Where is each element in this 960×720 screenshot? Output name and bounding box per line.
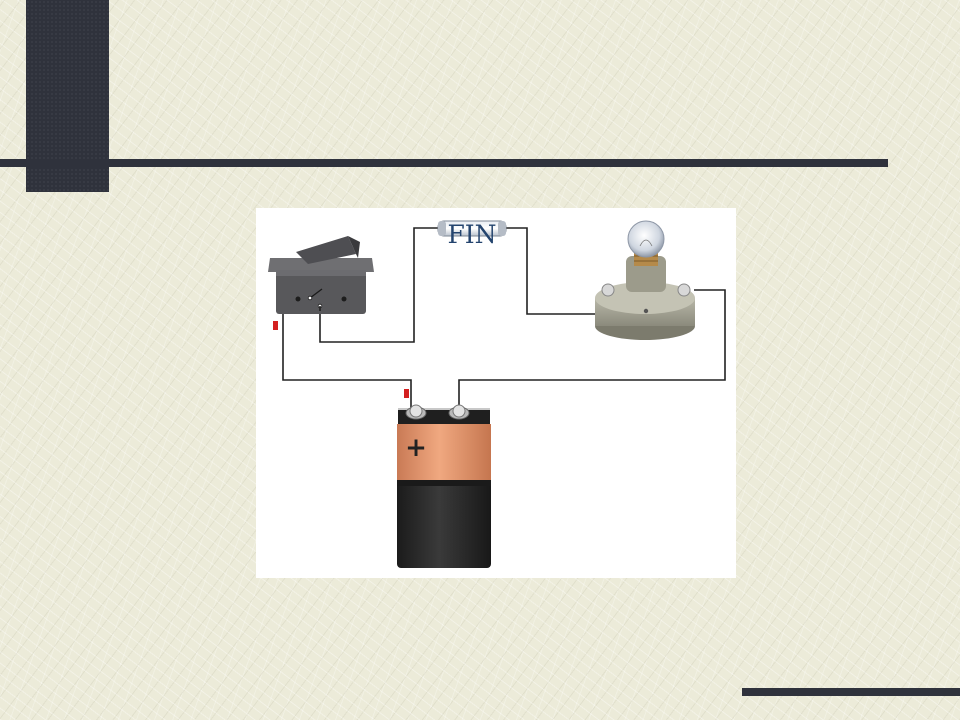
battery-plus-label: + <box>405 433 427 463</box>
lamp <box>595 220 695 340</box>
top-rule-bar <box>0 159 888 167</box>
wire-switch-to-fuse <box>319 227 438 343</box>
fuse-label: FIN <box>447 220 496 249</box>
battery: + <box>397 404 491 568</box>
wire-fuse-to-lamp <box>506 227 596 315</box>
red-wire-tip-switch <box>273 321 278 330</box>
fuse: FIN <box>437 220 507 249</box>
circuit-diagram-panel: FIN + <box>256 208 736 578</box>
bottom-rule-bar <box>742 688 960 696</box>
rocker-switch <box>268 236 374 314</box>
wire-lamp-to-battery <box>458 289 726 408</box>
wire-battery-to-switch <box>282 311 412 408</box>
red-wire-tip-battery <box>404 389 409 398</box>
circuit-diagram: FIN + <box>268 220 726 568</box>
